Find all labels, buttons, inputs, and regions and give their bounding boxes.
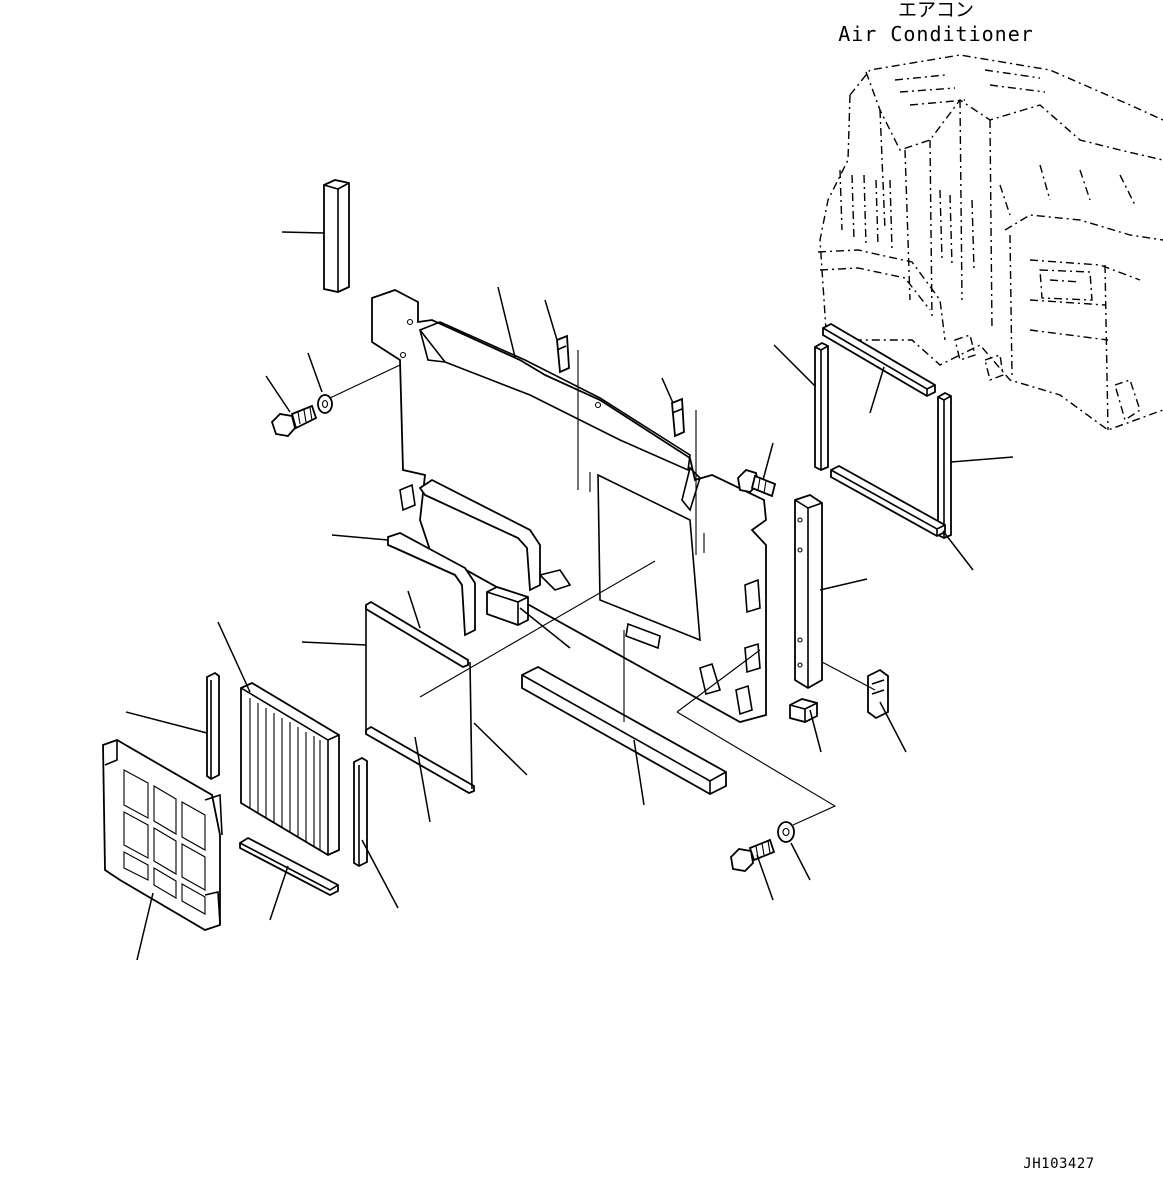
washer-upper-left: [317, 394, 333, 414]
foam-block-small-middle: [486, 586, 529, 626]
drawing-number: JH103427: [1023, 1156, 1094, 1172]
foam-block-small-right: [789, 698, 818, 723]
foam-strip-horizontal: [239, 836, 339, 897]
clip-left: [556, 334, 570, 374]
bolt-upper-left: [270, 404, 318, 437]
guide-channel: [387, 478, 541, 637]
bracket-vertical-right: [794, 494, 823, 690]
foam-bar-long: [521, 665, 727, 796]
air-conditioner-label-en: Air Conditioner: [838, 22, 1034, 46]
foam-strip-vertical-right: [353, 756, 368, 868]
filter-cover-grille: [102, 739, 223, 931]
duct-cover: [371, 289, 767, 723]
clip-right: [671, 397, 685, 438]
bracket-small-right: [867, 668, 889, 720]
air-filter-element: [240, 681, 340, 857]
foam-seal-vertical-top: [323, 179, 350, 293]
air-conditioner-unit: [817, 54, 1163, 431]
foam-frame-right: [814, 322, 952, 539]
washer-lower-right: [777, 821, 795, 843]
bolt-lower-right: [730, 838, 776, 872]
air-conditioner-label-jp: エアコン: [898, 0, 974, 21]
foam-strip-vertical-left: [206, 671, 220, 781]
assembly-lines: [329, 350, 876, 826]
callout-leaders: [125, 231, 1014, 961]
bolt-middle-right: [737, 468, 777, 498]
filter-frame-gasket: [365, 600, 475, 794]
